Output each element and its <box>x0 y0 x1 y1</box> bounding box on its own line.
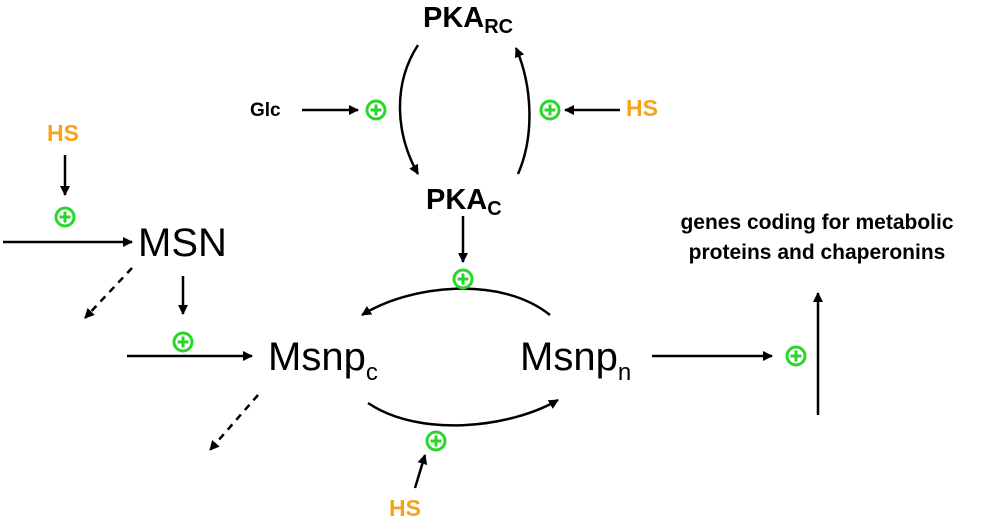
genes-line-1: genes coding for metabolic <box>680 211 954 234</box>
label-glc: Glc <box>250 100 281 121</box>
node-pka-rc: PKARC <box>423 2 514 38</box>
activation-plus-icon <box>785 345 807 367</box>
node-genes: genes coding for metabolic proteins and … <box>632 208 1000 269</box>
node-msnp-c-sub: c <box>365 359 378 386</box>
activation-plus-icon <box>425 430 447 452</box>
arrow-msnp-c-to-msnp-n <box>367 398 559 427</box>
label-hs-bottom: HS <box>389 495 421 521</box>
activation-plus-icon <box>54 206 76 228</box>
node-pka-c-sub: C <box>487 198 502 220</box>
activation-plus-icon <box>452 268 474 290</box>
arrow-msnp-n-to-msnp-c <box>361 287 551 317</box>
node-msn: MSN <box>138 221 227 265</box>
arrow-pka-c-to-pka-rc <box>514 47 531 175</box>
node-msnp-n-main: Msnp <box>520 335 618 379</box>
arrow-hs-bottom <box>413 454 428 489</box>
node-msnp-n-sub: n <box>617 359 632 386</box>
activation-plus-icon <box>365 99 387 121</box>
genes-line-2: proteins and chaperonins <box>688 241 946 265</box>
activation-plus-icon <box>172 331 194 353</box>
label-hs-pka: HS <box>626 95 658 121</box>
node-pka-c-main: PKA <box>426 184 488 216</box>
node-pka-rc-sub: RC <box>484 16 514 38</box>
arrow-pka-rc-to-pka-c <box>398 44 420 175</box>
node-msnp-n: Msnpn <box>520 337 631 385</box>
node-msnp-c-main: Msnp <box>268 335 366 379</box>
node-pka-c: PKAC <box>426 184 502 220</box>
node-pka-rc-main: PKA <box>423 2 485 34</box>
node-msnp-c: Msnpc <box>268 337 378 385</box>
activation-plus-icon <box>539 99 561 121</box>
arrow-msn-degradation <box>84 267 133 319</box>
label-hs-left: HS <box>47 120 79 146</box>
